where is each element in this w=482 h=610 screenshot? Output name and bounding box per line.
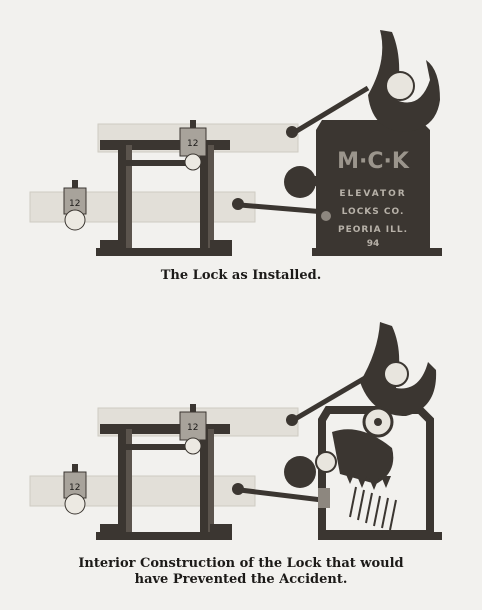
upper-rod	[288, 375, 367, 425]
figure-interior-construction: 12 12	[0, 312, 482, 552]
upper-rod	[288, 85, 370, 138]
casting-line-2: ELEVATOR	[339, 189, 406, 199]
lock-housing	[316, 120, 430, 250]
sector-teeth	[345, 472, 391, 490]
toothed-sector	[332, 429, 394, 484]
upper-rail-mark: 12	[187, 139, 198, 149]
casting-line-3: LOCKS CO.	[342, 207, 405, 217]
small-gear	[315, 451, 337, 473]
caption-line-1: Interior Construction of the Lock that w…	[78, 556, 404, 571]
rail-frame	[96, 140, 232, 256]
coil-spring	[349, 486, 397, 531]
caption-lock-installed: The Lock as Installed.	[160, 268, 322, 283]
caption-line-2: have Prevented the Accident.	[134, 572, 348, 587]
lower-rail-mark: 12	[69, 199, 80, 209]
lower-rail-mark: 12	[69, 483, 80, 493]
lever-knob	[284, 166, 316, 198]
casting-line-5: 94	[367, 239, 380, 249]
lower-rod	[239, 202, 326, 215]
lever-knob	[284, 456, 316, 488]
figure-lock-installed: 12 12 M·C·K ELEVATOR LOCKS CO. PEORIA IL…	[0, 20, 482, 265]
hook-roller	[385, 71, 415, 101]
casting-line-4: PEORIA ILL.	[338, 225, 408, 235]
caption-interior-construction: Interior Construction of the Lock that w…	[0, 556, 482, 588]
upper-rail-mark: 12	[187, 423, 198, 433]
upper-clamp	[179, 411, 207, 441]
casting-brand: M·C·K	[337, 149, 410, 174]
lower-bolt	[64, 209, 86, 231]
lower-bolt	[64, 493, 86, 515]
lock-installed-illustration: 12 12 M·C·K ELEVATOR LOCKS CO. PEORIA IL…	[29, 30, 442, 256]
upper-bolt	[184, 153, 202, 171]
upper-clamp	[179, 127, 207, 157]
upper-bolt	[184, 437, 202, 455]
rail-frame	[96, 424, 232, 540]
lower-rod	[239, 487, 323, 503]
hook-roller	[383, 361, 409, 387]
interior-construction-illustration: 12 12	[29, 322, 442, 540]
lock-hook	[368, 30, 440, 132]
